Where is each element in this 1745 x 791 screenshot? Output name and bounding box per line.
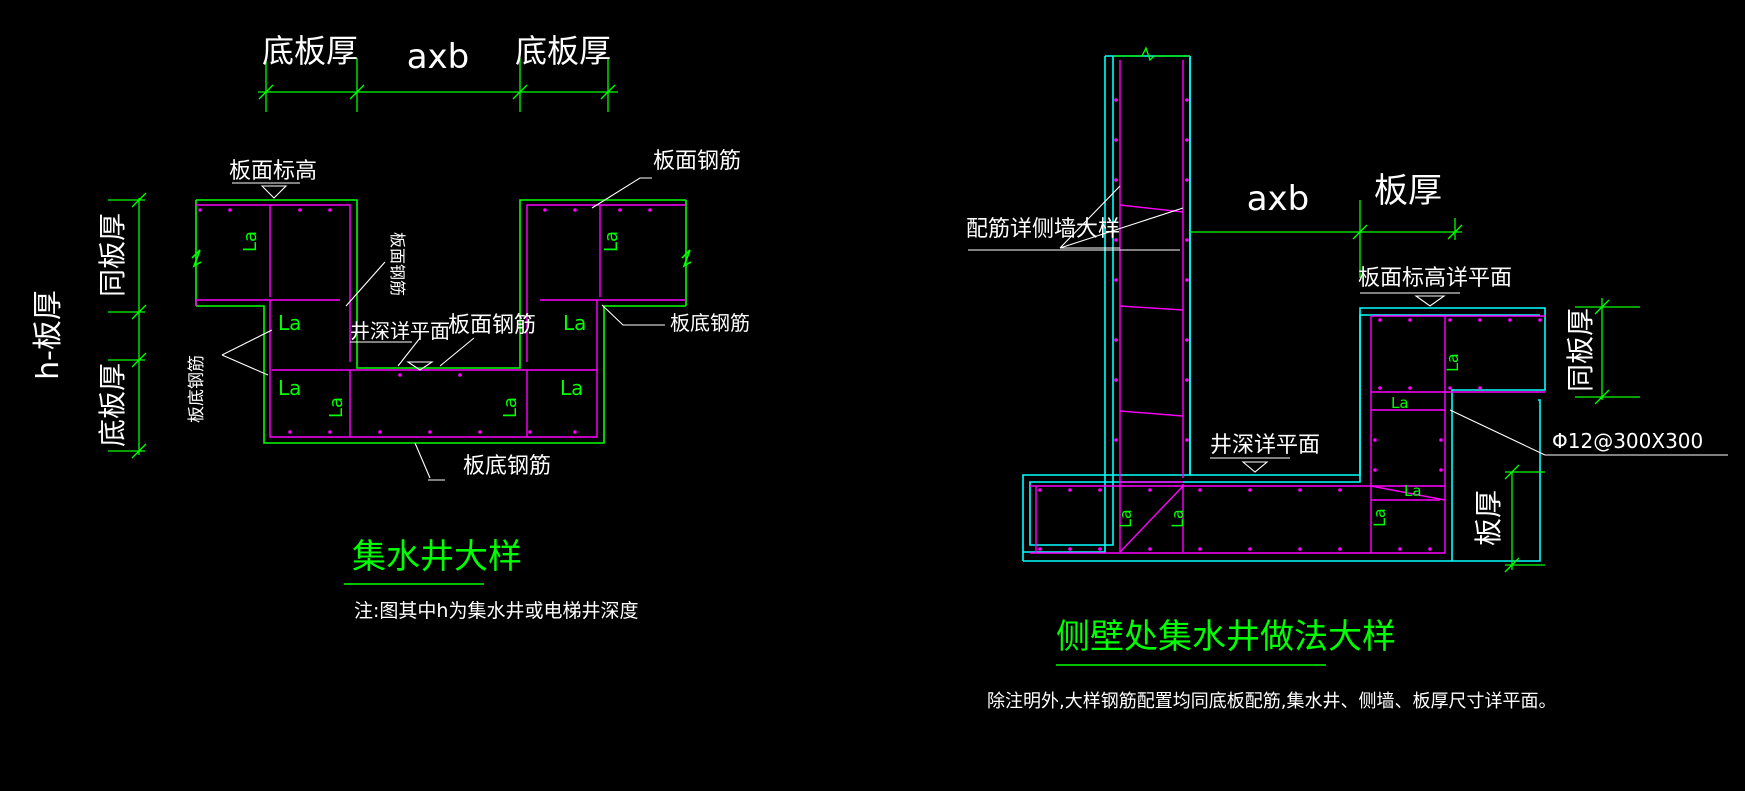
- wall-break-mark: [1113, 46, 1190, 62]
- pit-rebar: [195, 204, 686, 438]
- la-label: La: [240, 231, 261, 252]
- top-dimension: [258, 58, 618, 112]
- label-slab-top-bar-vertical: 板面钢筋: [388, 232, 407, 296]
- la-label: La: [560, 376, 583, 400]
- dim-bottom-slab-thickness: 底板厚: [96, 363, 129, 447]
- label-wall-bar: 配筋详侧墙大样: [966, 217, 1120, 242]
- dim-same-slab-thickness-right: 同板厚: [1564, 308, 1597, 392]
- right-side-dimension: [1504, 298, 1640, 573]
- left-detail-title: 集水井大样: [352, 537, 522, 577]
- dim-slab-thickness-right-vertical: 板厚: [1472, 490, 1505, 546]
- la-label: La: [278, 376, 301, 400]
- left-detail-note: 注:图其中h为集水井或电梯井深度: [354, 600, 638, 622]
- dim-h-minus-slab: h-板厚: [31, 290, 66, 380]
- dim-same-slab-thickness: 同板厚: [96, 213, 129, 297]
- rebar-dots-left: [198, 208, 652, 434]
- label-slab-bottom-bar: 板底钢筋: [463, 454, 551, 479]
- wall-rebar: [1119, 60, 1184, 553]
- left-detail: 底板厚 axb 底板厚 h-板厚 同板厚 底板厚: [31, 32, 750, 622]
- la-label: La: [1116, 509, 1135, 528]
- label-slab-top-bar: 板面钢筋: [653, 149, 741, 174]
- dim-right-slab-thickness: 底板厚: [515, 32, 611, 70]
- right-detail-note: 除注明外,大样钢筋配置均同底板配筋,集水井、侧墙、板厚尺寸详平面。: [987, 691, 1556, 712]
- right-detail-title: 侧壁处集水井做法大样: [1056, 617, 1396, 657]
- pit-inner-outline: [1189, 56, 1540, 476]
- la-label: La: [278, 311, 301, 335]
- wall-outline: [1022, 55, 1541, 562]
- la-label: La: [601, 231, 622, 252]
- right-top-dimension: [1190, 200, 1463, 278]
- base-rebar-dots: [1038, 318, 1542, 551]
- la-label: La: [500, 397, 521, 418]
- left-leaders: [221, 177, 665, 481]
- pit-outline-right: [1029, 56, 1546, 561]
- label-pit-depth: 井深详平面: [350, 319, 450, 343]
- right-detail: La La La La La La axb 板厚 同板厚 板厚: [966, 46, 1728, 712]
- la-label: La: [1370, 508, 1389, 527]
- pit-concrete-outline: [196, 199, 686, 444]
- dim-axb: axb: [407, 37, 470, 77]
- dim-axb-right: axb: [1247, 179, 1310, 219]
- label-slab-bottom-bar-right: 板底钢筋: [670, 311, 750, 335]
- la-label: La: [1168, 509, 1187, 528]
- dim-left-slab-thickness: 底板厚: [262, 32, 358, 70]
- label-slab-top-bar-bottom: 板面钢筋: [448, 313, 536, 338]
- la-label: La: [563, 311, 586, 335]
- la-label: La: [1391, 394, 1409, 412]
- la-label: La: [326, 397, 347, 418]
- label-slab-top-elevation: 板面标高: [229, 159, 317, 184]
- break-mark-right: [681, 249, 692, 268]
- la-label: La: [1404, 482, 1422, 500]
- dim-slab-thickness-right: 板厚: [1374, 171, 1442, 211]
- side-dimension: [108, 192, 147, 459]
- wall-rebar-dots: [1114, 98, 1189, 442]
- right-leaders: [968, 185, 1728, 473]
- label-slab-bottom-bar-left: 板底钢筋: [187, 355, 207, 423]
- base-rebar: [1030, 315, 1545, 554]
- label-bar-spec: Φ12@300X300: [1552, 429, 1703, 453]
- label-pit-depth-right: 井深详平面: [1210, 433, 1320, 458]
- la-label: La: [1443, 353, 1462, 372]
- label-slab-top-elevation-right: 板面标高详平面: [1358, 266, 1512, 291]
- break-mark-left: [191, 249, 202, 268]
